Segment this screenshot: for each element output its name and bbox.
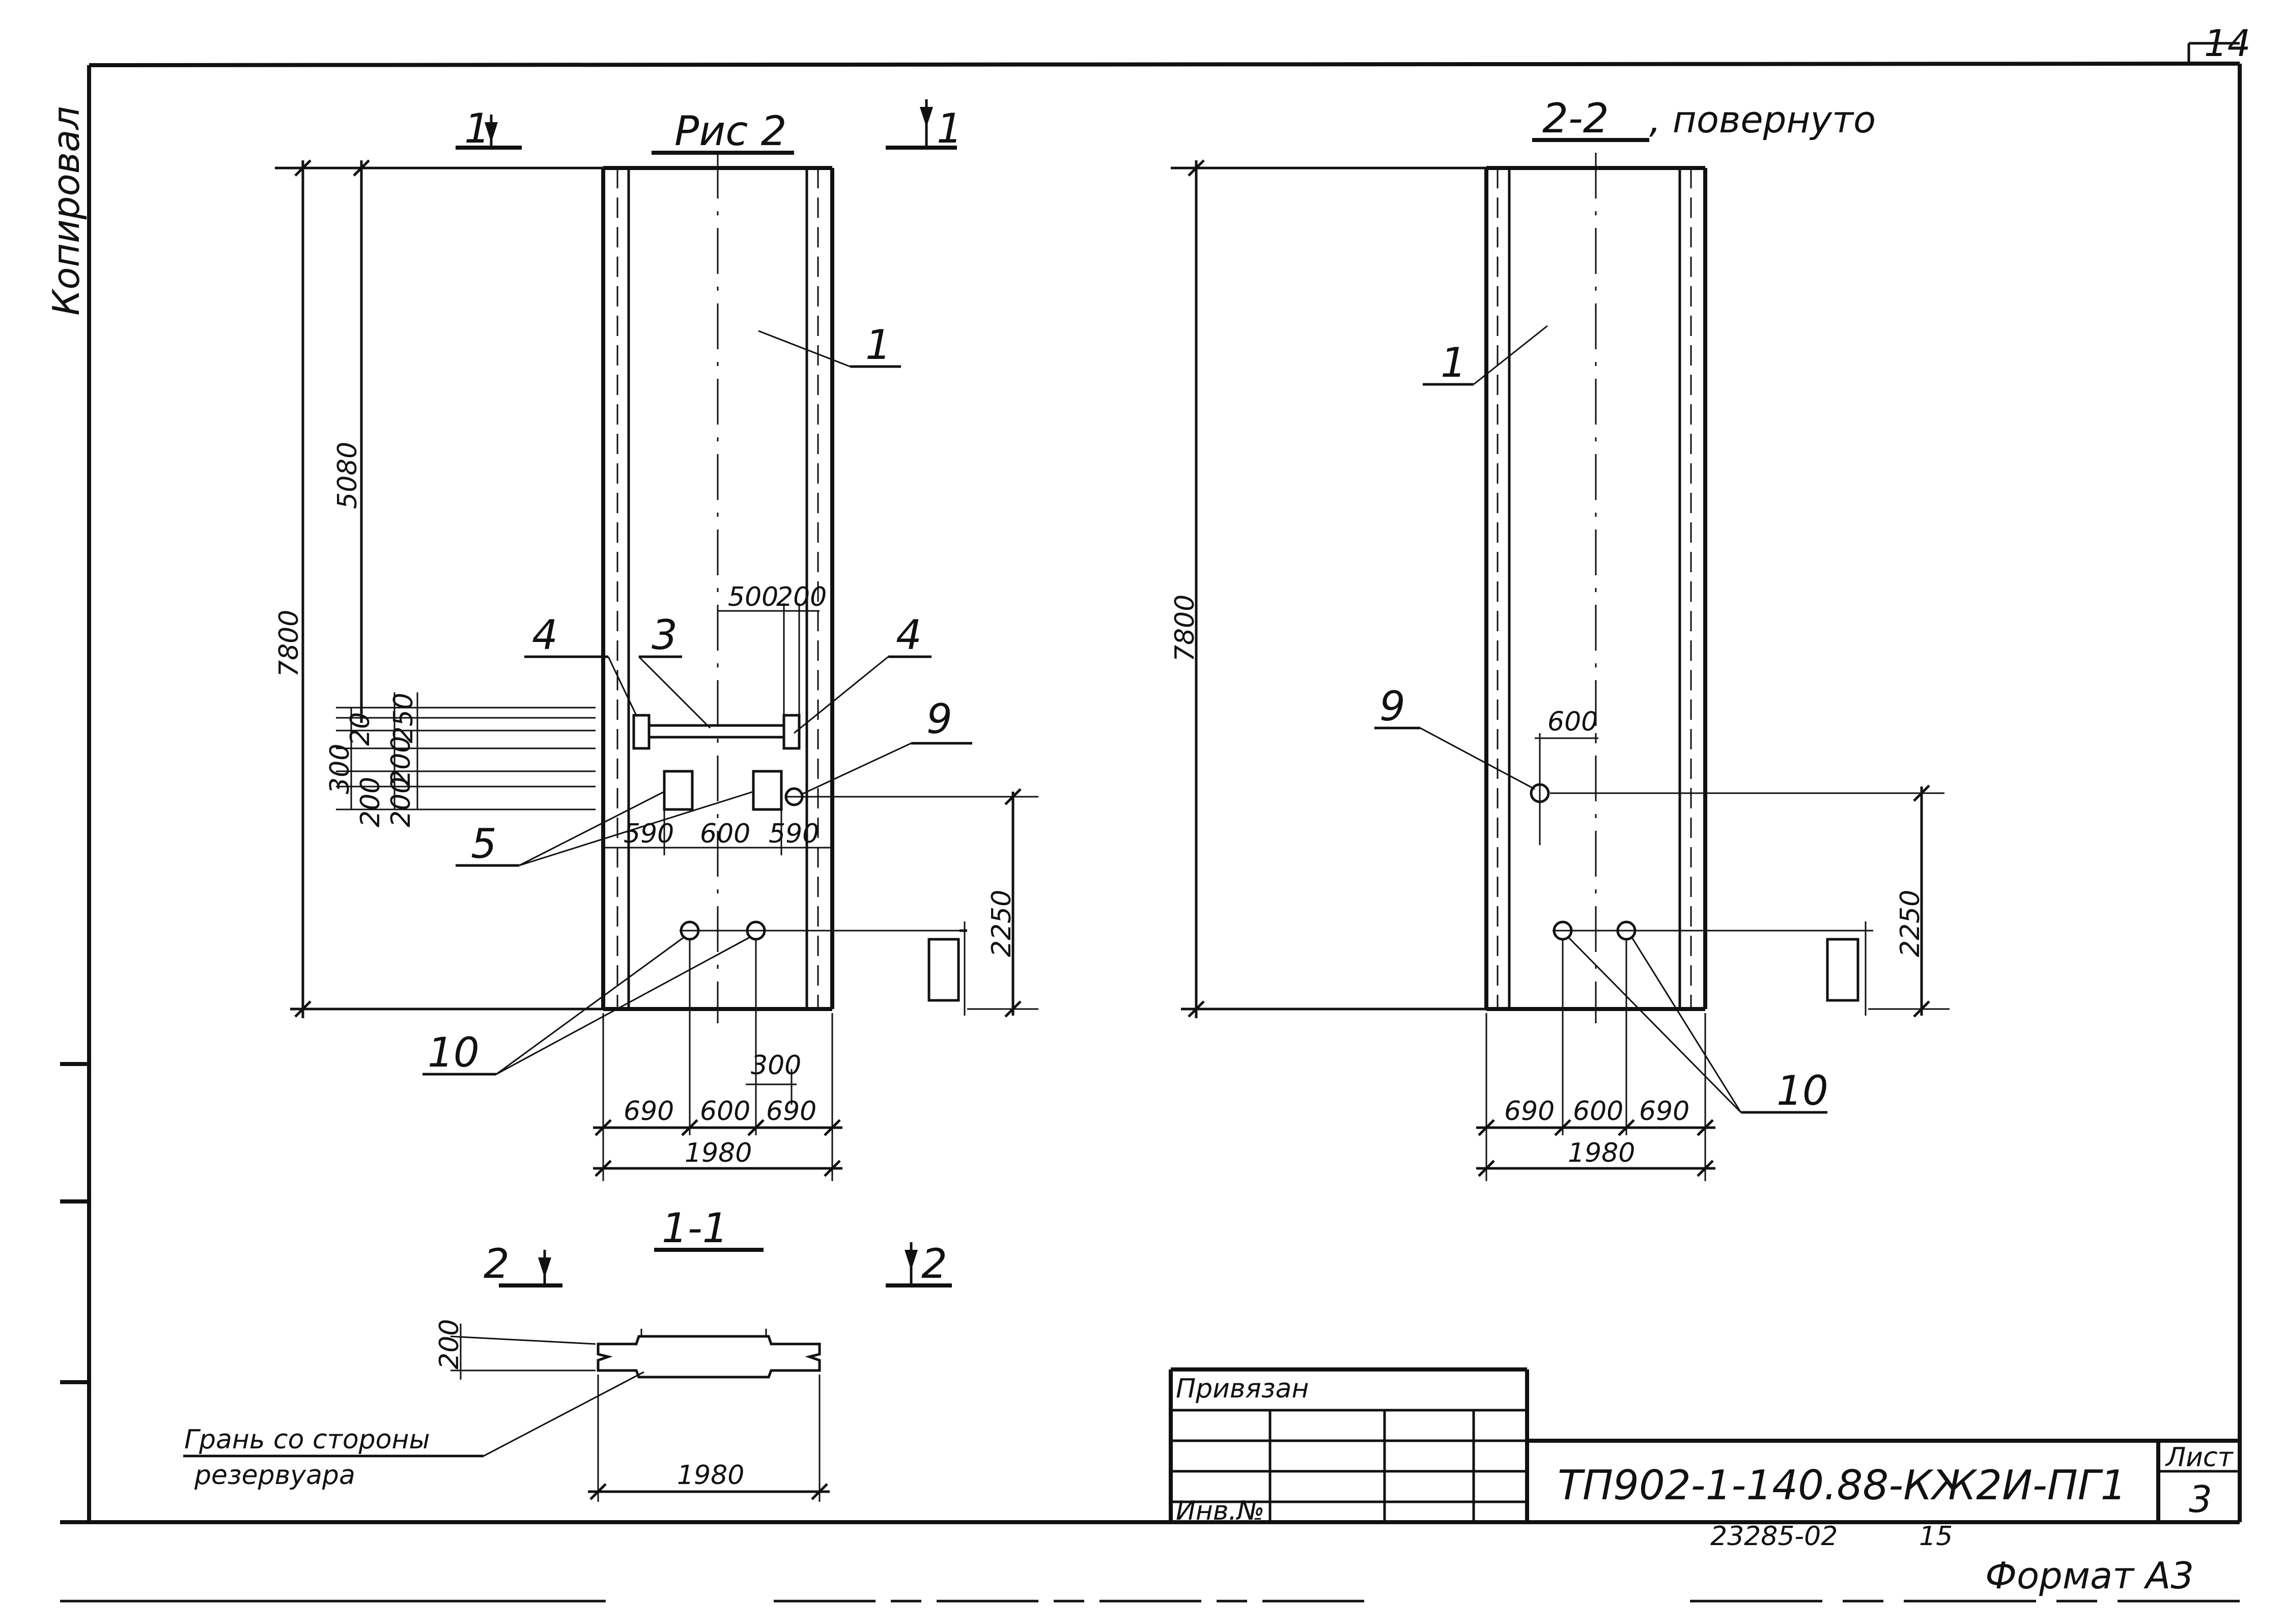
dim-200-a: 200 xyxy=(386,736,416,787)
callout-9: 9 xyxy=(926,695,952,743)
dim-1980: 1980 xyxy=(685,1138,752,1168)
dim-7800: 7800 xyxy=(274,610,304,677)
dim-690-left: 690 xyxy=(624,1096,674,1127)
archive-page: 15 xyxy=(1919,1521,1953,1552)
doc-code: ТП902-1-140.88-КЖ2И-ПГ1 xyxy=(1558,1462,2126,1509)
margin-note: Копировал xyxy=(45,106,88,316)
dim-300: 300 xyxy=(325,744,355,794)
side-dim-1980: 1980 xyxy=(1568,1138,1635,1168)
sheet-label: Лист xyxy=(2165,1442,2234,1473)
dim-200-top: 200 xyxy=(776,582,827,612)
cut-mark-1-right: 1 xyxy=(937,105,963,152)
front-view-title: Рис 2 xyxy=(674,107,787,155)
side-callout-9: 9 xyxy=(1379,683,1405,730)
dim-200-c: 200 xyxy=(355,777,386,827)
dim-250: 250 xyxy=(388,693,419,743)
dim-300-bottom: 300 xyxy=(751,1050,801,1081)
callout-4-left: 4 xyxy=(532,611,558,659)
front-view xyxy=(275,99,1038,1181)
callout-10: 10 xyxy=(428,1029,480,1076)
inv-label: Инв.№ xyxy=(1176,1496,1264,1526)
dim-500: 500 xyxy=(728,582,778,612)
dim-20: 20 xyxy=(345,712,376,746)
side-callout-1: 1 xyxy=(1441,339,1467,386)
section-cut-left: 2 xyxy=(484,1240,510,1287)
dim-5080: 5080 xyxy=(332,442,363,509)
side-callout-10: 10 xyxy=(1777,1067,1828,1114)
dim-590-right: 590 xyxy=(769,819,819,849)
dim-590-left: 590 xyxy=(624,819,674,849)
dim-200-b: 200 xyxy=(386,777,416,827)
corner-page-number: 14 xyxy=(2204,22,2251,65)
dim-2250: 2250 xyxy=(986,890,1017,957)
side-dim-2250: 2250 xyxy=(1895,890,1926,957)
sheet-frame xyxy=(60,42,2242,1603)
callout-5: 5 xyxy=(471,820,497,867)
cut-mark-1-left: 1 xyxy=(464,105,490,152)
dim-600-mid: 600 xyxy=(700,819,750,849)
side-dim-600: 600 xyxy=(1547,707,1598,737)
archive-number: 23285-02 xyxy=(1710,1521,1838,1552)
side-dim-690-right: 690 xyxy=(1639,1096,1689,1127)
section-dim-1980: 1980 xyxy=(677,1460,744,1491)
side-dim-690-left: 690 xyxy=(1504,1096,1555,1127)
section-dim-200: 200 xyxy=(434,1319,465,1369)
dim-690-right: 690 xyxy=(766,1096,816,1127)
section-cut-right: 2 xyxy=(921,1240,947,1287)
title-block xyxy=(1169,1367,2240,1522)
section-1-1 xyxy=(183,1242,952,1502)
side-dim-7800: 7800 xyxy=(1170,595,1200,662)
section-note-line2: резервуара xyxy=(194,1460,355,1491)
side-dim-600: 600 xyxy=(1573,1096,1623,1127)
sheet-number: 3 xyxy=(2189,1478,2212,1521)
side-view xyxy=(1171,138,1950,1181)
format-label: Формат А3 xyxy=(1985,1554,2194,1597)
side-view-title: 2-2 xyxy=(1542,95,1609,142)
section-note-line1: Грань со стороны xyxy=(184,1424,430,1455)
side-view-title-suffix: , повернуто xyxy=(1649,98,1876,141)
bound-label: Привязан xyxy=(1176,1374,1309,1404)
dim-600-bottom: 600 xyxy=(700,1096,750,1127)
callout-1: 1 xyxy=(865,321,891,369)
section-title: 1-1 xyxy=(662,1205,728,1252)
callout-3: 3 xyxy=(652,611,678,659)
callout-4-right: 4 xyxy=(896,611,922,659)
